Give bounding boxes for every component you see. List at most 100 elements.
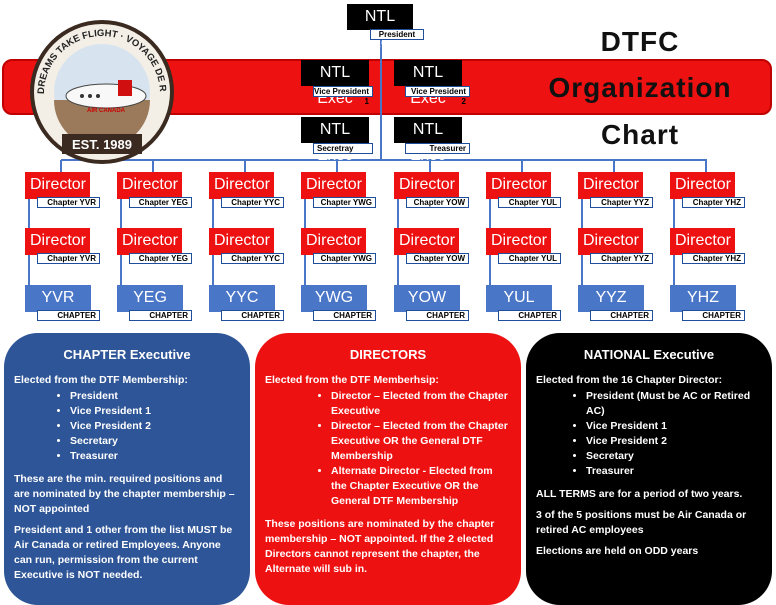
director-box: Director	[394, 172, 459, 199]
column-drop-line	[60, 160, 62, 172]
role-president: President	[370, 29, 424, 40]
chapter-tag: Chapter YWG	[313, 197, 376, 208]
director-box: Director	[209, 172, 274, 199]
panel-national-p2: 3 of the 5 positions must be Air Canada …	[536, 509, 747, 536]
column-drop-line	[244, 160, 246, 172]
ntl-exec-president: NTL Exec	[347, 4, 413, 51]
panel-chapter-executive: CHAPTER Executive Elected from the DTF M…	[4, 333, 250, 605]
chapter-label-tag: CHAPTER	[498, 310, 561, 321]
chapter-tag: Chapter YWG	[313, 253, 376, 264]
list-item: Treasurer	[586, 464, 762, 479]
chapter-label-tag: CHAPTER	[221, 310, 284, 321]
chapter-tag: Chapter YVR	[37, 197, 100, 208]
ntl-exec-vp2: NTL Exec	[394, 60, 462, 107]
panel-directors-p1: These positions are nominated by the cha…	[265, 518, 495, 575]
director-box: Director	[209, 228, 274, 255]
director-box: Director	[25, 172, 90, 199]
logo-brand: AIR CANADA	[87, 108, 126, 114]
panel-national-intro: Elected from the 16 Chapter Director:	[536, 374, 723, 386]
dtf-logo: DREAMS TAKE FLIGHT · VOYAGE DE RÊVES AIR…	[19, 7, 182, 166]
ntl-exec-secretary: NTL Exec	[301, 117, 369, 164]
list-item: Vice President 2	[70, 419, 240, 434]
panel-directors-intro: Elected from the DTF Memberhsip:	[265, 374, 439, 386]
chapter-tag: Chapter YHZ	[682, 197, 745, 208]
chapter-tag: Chapter YYC	[221, 197, 284, 208]
panel-chapter-p1: These are the min. required positions an…	[14, 473, 235, 515]
director-box: Director	[670, 172, 735, 199]
column-drop-line	[429, 160, 431, 172]
list-item: Vice President 2	[586, 434, 762, 449]
list-item: President	[70, 389, 240, 404]
chapter-tag: Chapter YVR	[37, 253, 100, 264]
chapter-tag: Chapter YUL	[498, 197, 561, 208]
panel-chapter-title: CHAPTER Executive	[63, 347, 191, 362]
panel-directors: DIRECTORS Elected from the DTF Memberhsi…	[255, 333, 521, 605]
role-vp2: Vice President 2	[405, 86, 470, 106]
chapter-tag: Chapter YOW	[406, 197, 469, 208]
director-box: Director	[301, 228, 366, 255]
director-box: Director	[578, 172, 643, 199]
ntl-exec-vp1: NTL Exec	[301, 60, 369, 107]
list-item: Vice President 1	[586, 419, 762, 434]
panel-national-list: President (Must be AC or Retired AC) Vic…	[536, 389, 762, 479]
title-line2: Organization	[548, 72, 732, 103]
chapter-label-tag: CHAPTER	[682, 310, 745, 321]
chapter-tag: Chapter YEG	[129, 197, 192, 208]
panel-national-title: NATIONAL Executive	[583, 347, 715, 362]
column-drop-line	[705, 160, 707, 172]
panel-chapter-list: President Vice President 1 Vice Presiden…	[14, 389, 240, 464]
trunk-line	[380, 38, 382, 160]
chapter-label-tag: CHAPTER	[406, 310, 469, 321]
chapter-tag: Chapter YHZ	[682, 253, 745, 264]
panel-chapter-intro: Elected from the DTF Membership:	[14, 374, 188, 386]
role-vp1: Vice President 1	[313, 86, 373, 106]
chapter-box: YUL	[486, 285, 552, 312]
panel-national-p1: ALL TERMS are for a period of two years.	[536, 488, 743, 500]
chapter-tag: Chapter YUL	[498, 253, 561, 264]
director-box: Director	[486, 228, 551, 255]
role-secretary: Secretray	[313, 143, 373, 154]
list-item: Alternate Director - Elected from the Ch…	[331, 464, 511, 509]
chapter-box: YEG	[117, 285, 183, 312]
director-box: Director	[578, 228, 643, 255]
chapter-label-tag: CHAPTER	[313, 310, 376, 321]
chapter-box: YHZ	[670, 285, 736, 312]
chapter-box: YYC	[209, 285, 275, 312]
panel-national-p3: Elections are held on ODD years	[536, 545, 699, 557]
list-item: Vice President 1	[70, 404, 240, 419]
chapter-box: YYZ	[578, 285, 644, 312]
director-box: Director	[394, 228, 459, 255]
column-drop-line	[613, 160, 615, 172]
chapter-box: YOW	[394, 285, 460, 312]
column-drop-line	[521, 160, 523, 172]
title-line1: DTFC	[600, 26, 680, 57]
list-item: Secretary	[70, 434, 240, 449]
list-item: Director – Elected from the Chapter Exec…	[331, 389, 511, 419]
chapter-tag: Chapter YYC	[221, 253, 284, 264]
bus-line	[61, 159, 707, 161]
panel-national-executive: NATIONAL Executive Elected from the 16 C…	[526, 333, 772, 605]
list-item: Treasurer	[70, 449, 240, 464]
list-item: President (Must be AC or Retired AC)	[586, 389, 762, 419]
chapter-box: YWG	[301, 285, 367, 312]
chapter-label-tag: CHAPTER	[37, 310, 100, 321]
column-drop-line	[152, 160, 154, 172]
director-box: Director	[301, 172, 366, 199]
list-item: Director – Elected from the Chapter Exec…	[331, 419, 511, 464]
ntl-exec-treasurer: NTL Exec	[394, 117, 462, 164]
column-drop-line	[336, 160, 338, 172]
chapter-label-tag: CHAPTER	[129, 310, 192, 321]
list-item: Secretary	[586, 449, 762, 464]
panel-chapter-p2: President and 1 other from the list MUST…	[14, 524, 233, 581]
chapter-tag: Chapter YYZ	[590, 197, 653, 208]
director-box: Director	[486, 172, 551, 199]
panel-directors-title: DIRECTORS	[349, 347, 427, 362]
chapter-tag: Chapter YOW	[406, 253, 469, 264]
title-line3: Chart	[600, 119, 680, 150]
director-box: Director	[670, 228, 735, 255]
chapter-tag: Chapter YEG	[129, 253, 192, 264]
director-box: Director	[25, 228, 90, 255]
chapter-tag: Chapter YYZ	[590, 253, 653, 264]
panel-directors-list: Director – Elected from the Chapter Exec…	[265, 389, 511, 509]
role-treasurer: Treasurer	[405, 143, 470, 154]
